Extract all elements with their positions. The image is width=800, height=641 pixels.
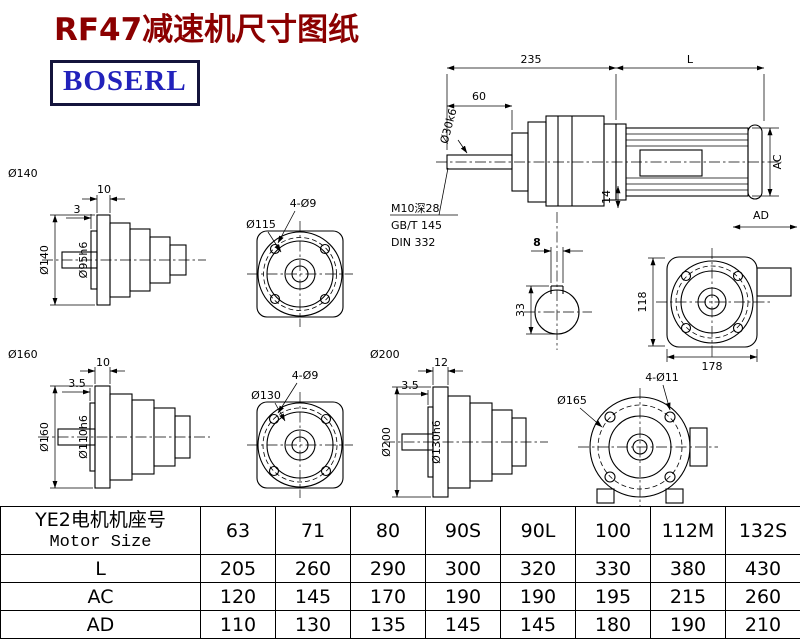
table-cell: 135 <box>350 610 426 639</box>
table-cell: 145 <box>275 582 351 611</box>
row-label-AC: AC <box>0 582 201 611</box>
table-row-AD: AD 110 130 135 145 145 180 190 210 <box>0 610 800 639</box>
note-standard2: DIN 332 <box>391 236 435 249</box>
dim-14: 14 <box>600 190 613 204</box>
table-cell: 260 <box>725 582 800 611</box>
dim-L: L <box>687 53 694 66</box>
rear-view-drawing: 118 178 <box>636 248 792 373</box>
table-cell: 130 <box>275 610 351 639</box>
table-cell: 145 <box>500 610 576 639</box>
row-label-L: L <box>0 554 201 583</box>
header-size: 63 <box>200 506 276 555</box>
note-standard1: GB/T 145 <box>391 219 442 232</box>
dim-33: 33 <box>514 303 527 317</box>
table-cell: 215 <box>650 582 726 611</box>
table-header-row: YE2电机机座号 Motor Size 63 71 80 90S 90L 100… <box>0 506 800 555</box>
table-cell: 300 <box>425 554 501 583</box>
note-thread: M10深28 <box>391 202 440 215</box>
header-size: 90S <box>425 506 501 555</box>
page-title: RF47减速机尺寸图纸 <box>54 12 360 48</box>
dim-118: 118 <box>636 292 649 313</box>
dim-8: 8 <box>533 236 541 249</box>
dim-dia140: Ø140 <box>38 245 51 275</box>
view-label-200: Ø200 <box>370 348 400 361</box>
dim-shaft-dia: Ø30k6 <box>438 107 460 145</box>
table-cell: 120 <box>200 582 276 611</box>
dim-4xd9-bottom: 4-Ø9 <box>292 369 319 382</box>
table-cell: 110 <box>200 610 276 639</box>
table-cell: 190 <box>425 582 501 611</box>
table-cell: 380 <box>650 554 726 583</box>
dim-235: 235 <box>521 53 542 66</box>
table-cell: 290 <box>350 554 426 583</box>
key-section-drawing: 8 33 <box>514 212 592 350</box>
table-cell: 430 <box>725 554 800 583</box>
dim-dia130: Ø130 <box>251 389 281 402</box>
brand-logo-text: BOSERL <box>63 65 187 97</box>
flange140-view-drawing: Ø140 10 3 Ø140 Ø95h6 <box>8 167 206 306</box>
dim-4xd9-top: 4-Ø9 <box>290 197 317 210</box>
dim-AD: AD <box>753 209 769 222</box>
dim-10: 10 <box>97 183 111 196</box>
dim-dia165: Ø165 <box>557 394 587 407</box>
table-cell: 330 <box>575 554 651 583</box>
table-cell: 190 <box>500 582 576 611</box>
header-motor-size-cn: YE2电机机座号 <box>35 509 166 531</box>
dim-3: 3 <box>74 203 81 216</box>
technical-drawing: 235 L 60 Ø30k6 AC 14 AD M10深28 GB/T 145 … <box>8 53 798 506</box>
brand-logo: BOSERL <box>50 60 200 106</box>
flange160-view-drawing: Ø160 10 3.5 Ø160 Ø110h6 <box>8 348 210 489</box>
dim-4xd11: 4-Ø11 <box>645 371 679 384</box>
dim-dia130h6: Ø130h6 <box>430 420 443 464</box>
side-view-drawing: 235 L 60 Ø30k6 AC 14 AD <box>436 53 798 230</box>
dim-dia95: Ø95h6 <box>77 242 90 279</box>
dim-35: 3.5 <box>68 377 86 390</box>
header-size: 100 <box>575 506 651 555</box>
table-cell: 145 <box>425 610 501 639</box>
flange200-view-drawing: Ø200 12 3.5 Ø200 Ø130h6 <box>370 348 548 498</box>
flange130-view-drawing: 4-Ø9 Ø130 <box>247 369 353 498</box>
header-motor-size: YE2电机机座号 Motor Size <box>0 506 201 555</box>
dim-dia110: Ø110h6 <box>77 415 90 459</box>
dim-dia200: Ø200 <box>380 427 393 457</box>
table-cell: 190 <box>650 610 726 639</box>
dim-dia160: Ø160 <box>38 422 51 452</box>
dim-60: 60 <box>472 90 486 103</box>
dim-12: 12 <box>434 356 448 369</box>
header-size: 132S <box>725 506 800 555</box>
motor-dimension-table: YE2电机机座号 Motor Size 63 71 80 90S 90L 100… <box>0 506 800 639</box>
motor-flange-view-drawing: Ø165 4-Ø11 <box>557 371 718 506</box>
dim-178: 178 <box>702 360 723 373</box>
dim-AC: AC <box>771 154 784 169</box>
view-label-160: Ø160 <box>8 348 38 361</box>
row-label-AD: AD <box>0 610 201 639</box>
table-cell: 180 <box>575 610 651 639</box>
header-motor-size-en: Motor Size <box>49 533 152 552</box>
dim-35b: 3.5 <box>401 379 419 392</box>
table-cell: 260 <box>275 554 351 583</box>
header-size: 90L <box>500 506 576 555</box>
header-size: 71 <box>275 506 351 555</box>
table-row-AC: AC 120 145 170 190 190 195 215 260 <box>0 582 800 611</box>
dim-dia115: Ø115 <box>246 218 276 231</box>
shaft-end-notes: M10深28 GB/T 145 DIN 332 <box>390 167 458 249</box>
table-cell: 205 <box>200 554 276 583</box>
header-size: 112M <box>650 506 726 555</box>
flange115-view-drawing: 4-Ø9 Ø115 <box>246 197 353 327</box>
table-cell: 320 <box>500 554 576 583</box>
header-size: 80 <box>350 506 426 555</box>
table-cell: 170 <box>350 582 426 611</box>
table-cell: 195 <box>575 582 651 611</box>
table-row-L: L 205 260 290 300 320 330 380 430 <box>0 554 800 583</box>
dim-10b: 10 <box>96 356 110 369</box>
table-cell: 210 <box>725 610 800 639</box>
view-label-140: Ø140 <box>8 167 38 180</box>
